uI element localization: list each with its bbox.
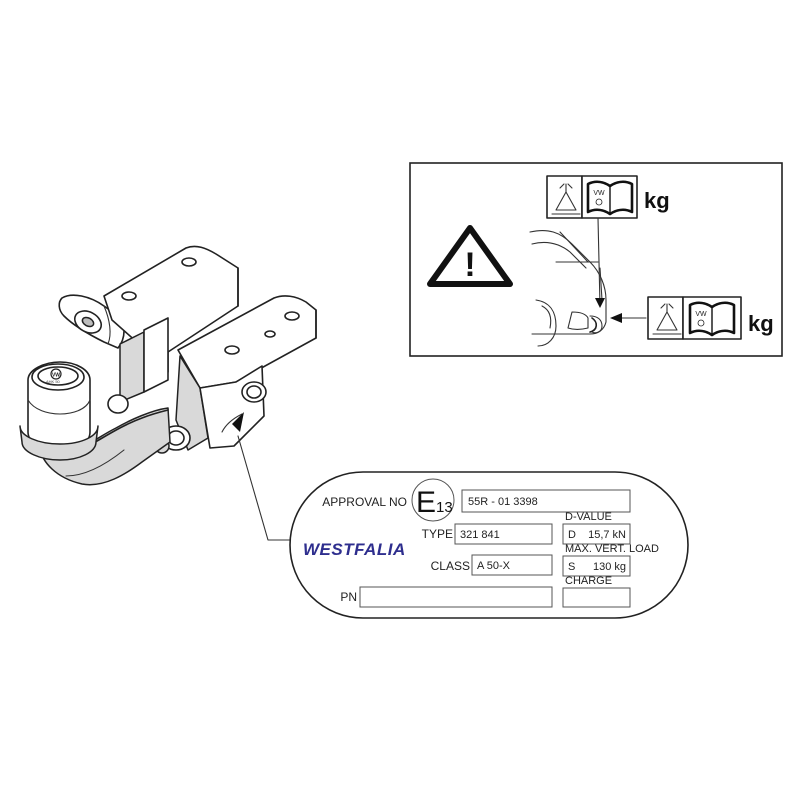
class-field	[471, 554, 553, 576]
bolt	[107, 394, 129, 414]
approval-field	[461, 489, 631, 513]
load-field	[562, 555, 631, 577]
load-label: MAX. VERT. LOAD	[565, 543, 659, 555]
dvalue-value: 15,7 kN	[588, 529, 626, 541]
arrow-head	[595, 298, 605, 308]
svg-text:E: E	[416, 486, 436, 519]
load-prefix: S	[568, 561, 575, 573]
arrow-head	[610, 313, 622, 323]
manual-book-icon: VW	[688, 301, 736, 337]
lower-kg-text: kg	[748, 311, 774, 336]
svg-text:VW: VW	[52, 373, 60, 379]
down-arrow	[597, 217, 601, 307]
charge-label: CHARGE	[565, 575, 612, 587]
pn-field	[359, 586, 553, 608]
type-plate: APPROVAL NO E 13 55R - 01 3398 WESTFALIA…	[289, 471, 689, 619]
load-inset: ! VW kg	[409, 162, 783, 357]
warning-triangle-icon: !	[427, 225, 513, 287]
type-label: TYPE	[422, 527, 453, 541]
pn-label: PN	[340, 590, 357, 604]
class-value: A 50-X	[477, 560, 511, 572]
load-value: 130 kg	[593, 561, 626, 573]
dvalue-prefix: D	[568, 529, 576, 541]
type-value: 321 841	[460, 529, 500, 541]
upper-weight-label: VW kg	[546, 175, 670, 219]
lower-weight-label: VW kg	[647, 296, 774, 340]
type-field	[454, 523, 553, 545]
warning-symbol: !	[464, 246, 475, 284]
manual-book-icon: VW	[586, 180, 634, 216]
leader-line	[237, 435, 297, 541]
car-rear-illustration	[529, 229, 607, 347]
plate-location-arrow	[232, 412, 244, 432]
charge-field	[562, 587, 631, 608]
brand-logo: WESTFALIA	[303, 540, 406, 559]
e-mark-icon: E 13	[411, 478, 455, 522]
upper-kg-text: kg	[644, 188, 670, 213]
manual-badge: VW	[593, 190, 605, 197]
manual-badge: VW	[695, 311, 707, 318]
vw-logo-icon: VW	[50, 368, 62, 380]
bolt	[241, 381, 267, 403]
svg-text:13: 13	[436, 499, 453, 516]
dvalue-field	[562, 523, 631, 545]
tow-ball: VW AHK 50	[19, 361, 99, 461]
ball-cap-text: AHK 50	[46, 379, 61, 384]
towbar-illustration: VW AHK 50	[19, 245, 317, 486]
approval-label: APPROVAL NO	[322, 495, 407, 509]
class-label: CLASS	[431, 559, 470, 573]
dvalue-label: D-VALUE	[565, 511, 612, 523]
approval-value: 55R - 01 3398	[468, 496, 538, 508]
